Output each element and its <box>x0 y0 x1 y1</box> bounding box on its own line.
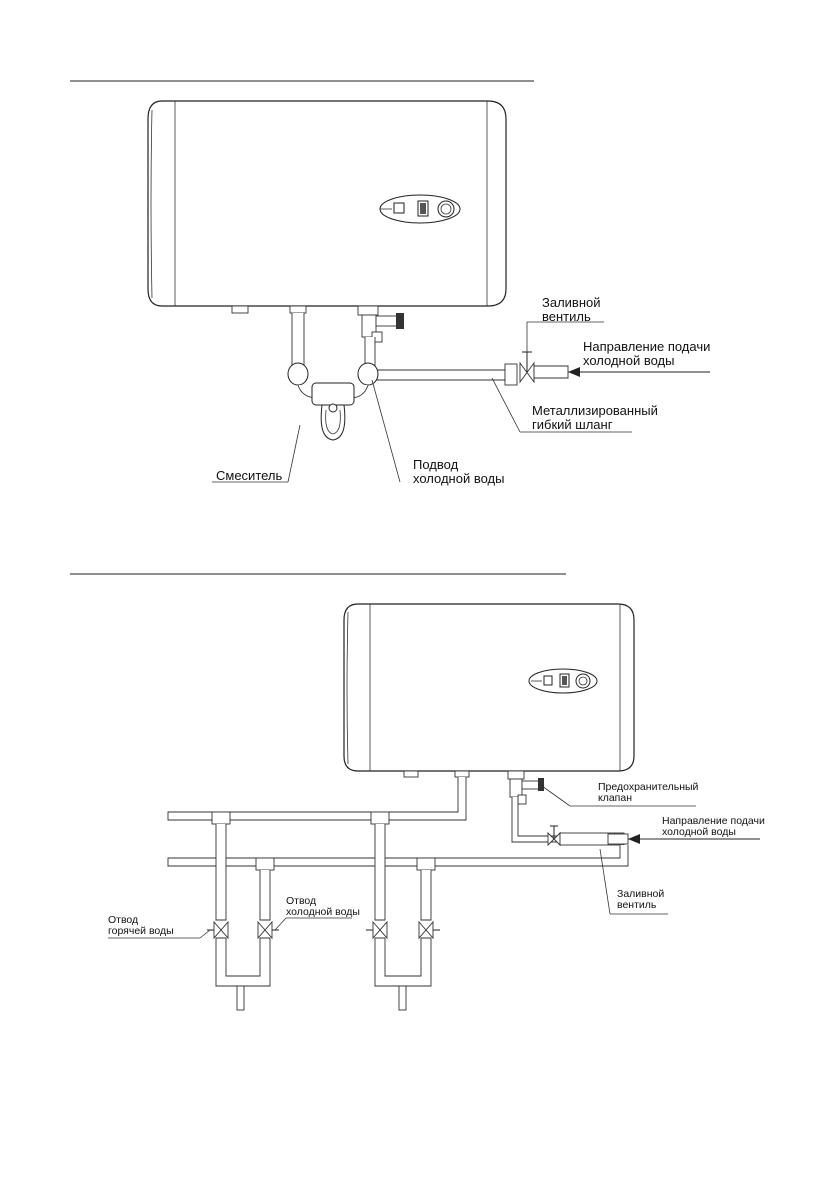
fill-valve-label-2: Заливной вентиль <box>617 888 665 911</box>
mixer-label: Смеситель <box>216 468 283 483</box>
flexible-hose-label: Металлизированный гибкий шланг <box>532 403 658 432</box>
cold-inlet-label: Подвод холодной воды <box>413 457 505 486</box>
mixer-tap-icon <box>287 362 379 441</box>
safety-valve-icon <box>361 313 404 343</box>
fill-valve-label: Заливной вентиль <box>542 295 601 324</box>
control-panel-icon <box>528 668 598 694</box>
fill-valve-icon <box>519 351 535 384</box>
cold-outlet-label: Отвод холодной воды <box>286 895 360 918</box>
cold-supply-direction-label-2: Направление подачи холодной воды <box>662 815 765 838</box>
safety-valve-icon <box>509 778 544 805</box>
control-panel-icon <box>379 194 461 224</box>
safety-valve-label: Предохранительный клапан <box>598 781 699 804</box>
hot-outlet-label: Отвод горячей воды <box>108 914 174 937</box>
heater-tank-icon <box>147 100 507 307</box>
diagram-1 <box>70 80 710 483</box>
shutoff-valve-icon <box>207 920 440 940</box>
diagram-2 <box>70 573 760 1011</box>
heater-tank-icon <box>343 603 635 772</box>
cold-supply-direction-label: Направление подачи холодной воды <box>583 339 711 368</box>
